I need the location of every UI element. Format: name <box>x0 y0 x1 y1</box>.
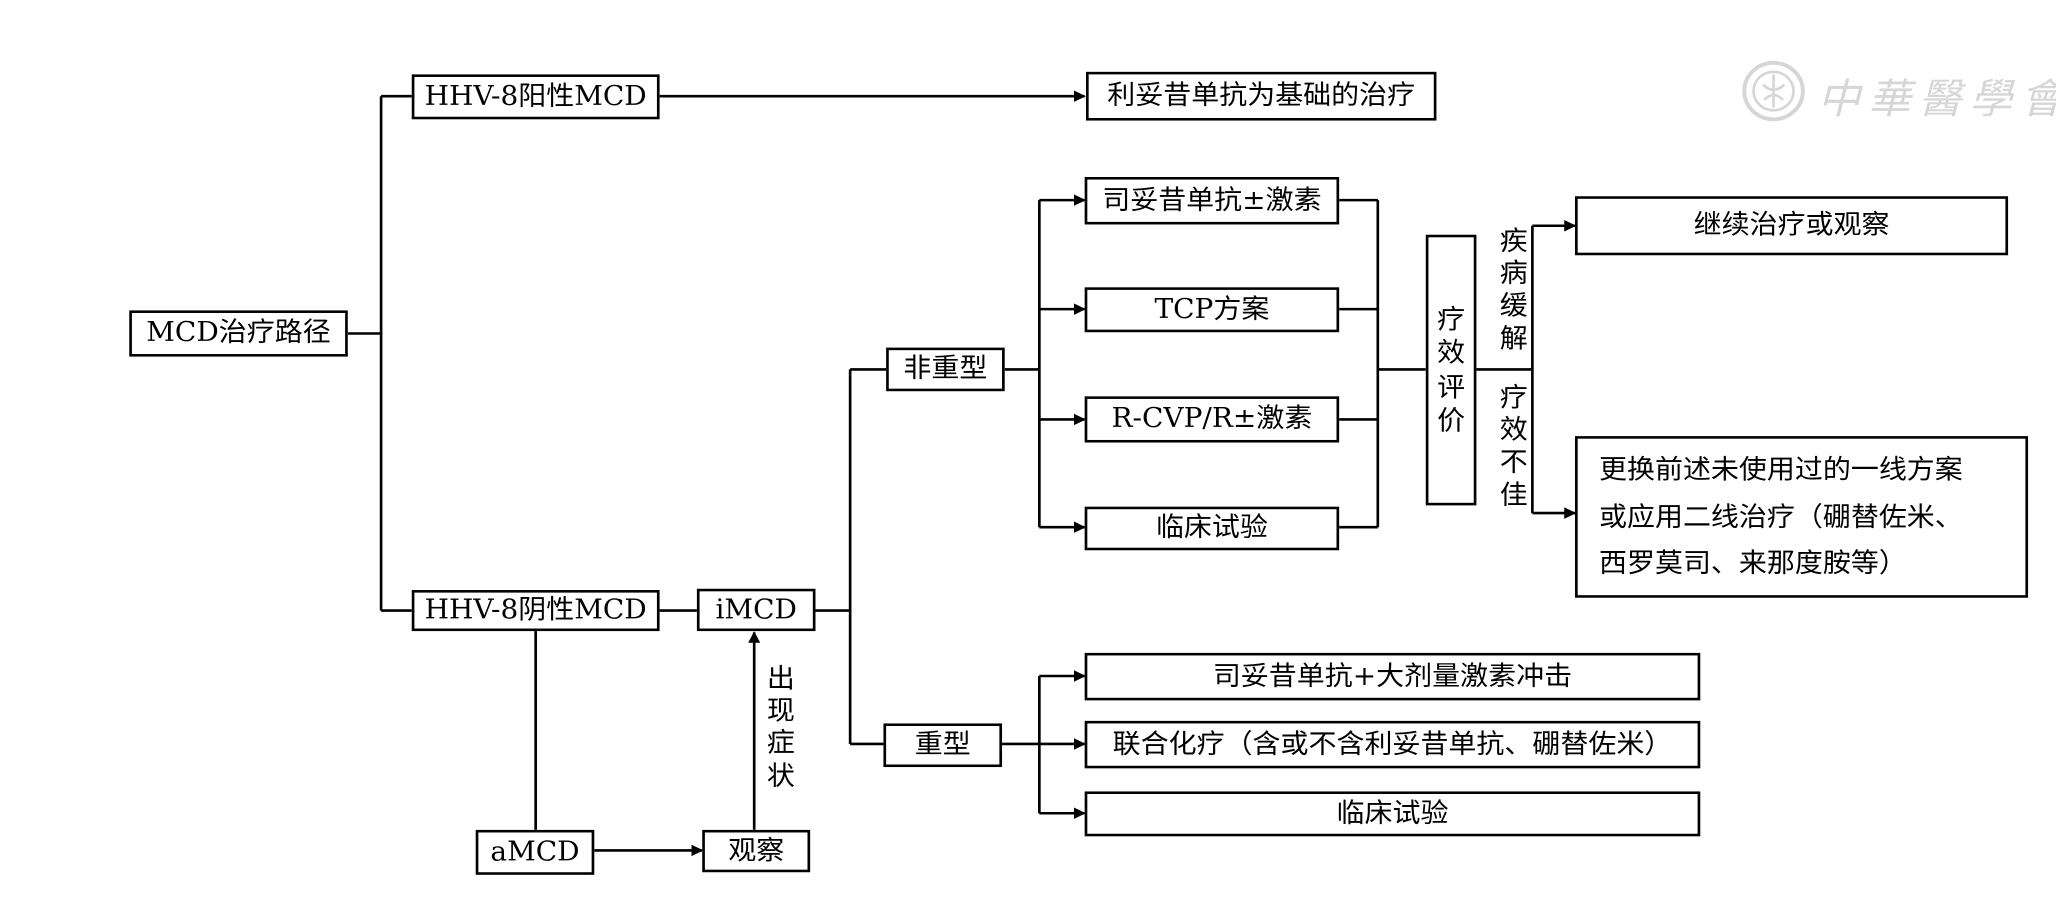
nonsevere-node: 非重型 <box>886 347 1005 392</box>
watermark: 中華醫學會 <box>1740 56 2056 128</box>
clinical-trial-node: 临床试验 <box>1084 506 1340 551</box>
efficacy-eval-char: 评 <box>1437 371 1466 403</box>
efficacy-evaluation-node: 疗 效 评 价 <box>1425 234 1477 506</box>
rcvp-steroid-node: R-CVP/R±激素 <box>1084 396 1340 443</box>
observe-node: 观察 <box>702 829 811 873</box>
severe-node: 重型 <box>883 723 1003 768</box>
label-char: 疗 <box>1499 382 1528 414</box>
label-char: 状 <box>766 760 795 791</box>
continue-treatment-node: 继续治疗或观察 <box>1575 196 2009 256</box>
severe-siltuximab-node: 司妥昔单抗+大剂量激素冲击 <box>1084 652 1701 701</box>
rituximab-therapy-node: 利妥昔单抗为基础的治疗 <box>1085 71 1437 121</box>
label-char: 疾 <box>1499 225 1528 257</box>
label-char: 效 <box>1499 414 1528 446</box>
poor-efficacy-label: 疗 效 不 佳 <box>1498 382 1530 511</box>
label-char: 现 <box>766 695 795 727</box>
efficacy-eval-char: 效 <box>1437 337 1466 369</box>
label-char: 病 <box>1499 258 1528 289</box>
change-treatment-line: 或应用二线治疗（硼替佐米、 <box>1599 501 1963 532</box>
label-char: 解 <box>1499 322 1528 354</box>
society-seal-icon <box>1742 60 1805 122</box>
label-char: 缓 <box>1499 290 1528 322</box>
label-char: 症 <box>766 727 795 759</box>
label-char: 出 <box>766 663 795 694</box>
efficacy-eval-char: 疗 <box>1437 303 1466 335</box>
hhv8-positive-node: HHV-8阳性MCD <box>411 74 660 120</box>
change-treatment-line: 更换前述未使用过的一线方案 <box>1599 453 1963 485</box>
label-char: 不 <box>1499 446 1528 478</box>
symptoms-appear-label: 出 现 症 状 <box>765 663 797 792</box>
amcd-node: aMCD <box>475 829 595 875</box>
change-treatment-node: 更换前述未使用过的一线方案 或应用二线治疗（硼替佐米、 西罗莫司、来那度胺等） <box>1575 436 2029 598</box>
root-node: MCD治疗路径 <box>129 310 348 357</box>
hhv8-negative-node: HHV-8阴性MCD <box>411 590 660 632</box>
severe-clinical-trial-node: 临床试验 <box>1084 791 1701 837</box>
efficacy-eval-char: 价 <box>1437 405 1466 436</box>
tcp-regimen-node: TCP方案 <box>1084 287 1340 333</box>
remission-label: 疾 病 缓 解 <box>1498 226 1530 355</box>
siltuximab-steroid-node: 司妥昔单抗±激素 <box>1084 177 1340 225</box>
change-treatment-line: 西罗莫司、来那度胺等） <box>1599 548 1907 579</box>
imcd-node: iMCD <box>696 588 816 632</box>
watermark-text: 中華醫學會 <box>1817 74 2056 124</box>
label-char: 佳 <box>1499 479 1528 510</box>
severe-combo-chemo-node: 联合化疗（含或不含利妥昔单抗、硼替佐米） <box>1084 720 1701 769</box>
